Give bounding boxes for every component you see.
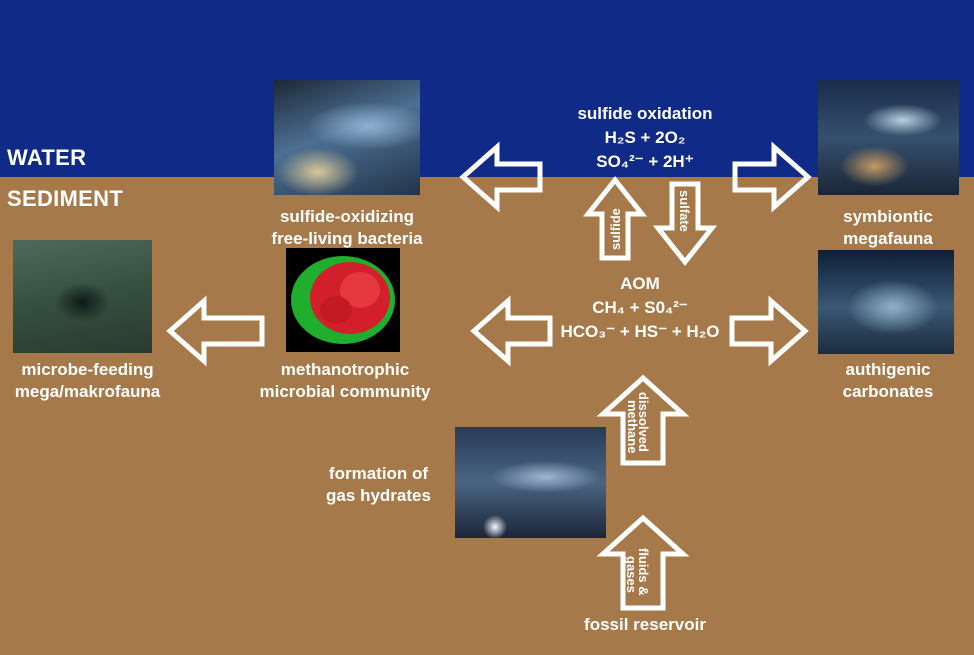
water-layer: [0, 0, 974, 177]
symbiontic-label: symbiontic megafauna: [808, 206, 968, 250]
symbiontic-label-line1: symbiontic: [843, 207, 933, 226]
methanotrophic-label-line2: microbial community: [259, 382, 431, 401]
authigenic-carbonate-photo: [818, 250, 954, 354]
arrow-fluids-gases-up: [596, 514, 690, 611]
symbiontic-megafauna-photo: [818, 80, 959, 195]
methanotrophic-label-line1: methanotrophic: [280, 360, 410, 379]
arrow-to-microbe-feeders: [166, 295, 265, 367]
arrow-label-methane: methane: [625, 400, 640, 453]
arrow-to-symbionts: [732, 141, 812, 213]
sulfide-oxidation-products: SO₄²⁻ + 2H⁺: [596, 152, 694, 171]
arrow-label-fluids: fluids &: [636, 548, 651, 596]
arrow-label-sulfide: sulfide: [608, 208, 623, 250]
gas-hydrates-label-line2: gas hydrates: [326, 486, 431, 505]
fossil-reservoir-label: fossil reservoir: [584, 615, 706, 634]
microbe-feeding-label: microbe-feeding mega/makrofauna: [0, 359, 175, 403]
bacteria-mat-photo: [274, 80, 420, 195]
bacteria-label-line1: sulfide-oxidizing: [279, 207, 415, 226]
aom-equation: AOM CH₄ + S0₄²⁻ HCO₃⁻ + HS⁻ + H₂O: [540, 272, 740, 344]
arrow-label-gases: gases: [624, 556, 639, 593]
authigenic-label-line2: carbonates: [842, 382, 934, 401]
consortium-graphic: [291, 256, 395, 344]
bacteria-label-line2: free-living bacteria: [271, 229, 423, 248]
microbial-consortium-photo: [286, 248, 400, 352]
microbe-feeding-label-line2: mega/makrofauna: [14, 382, 161, 401]
gas-hydrates-label-line1: formation of: [328, 464, 429, 483]
authigenic-label-line1: authigenic: [845, 360, 931, 379]
arrow-dissolved-methane-up: [596, 374, 690, 466]
symbiontic-label-line2: megafauna: [843, 229, 933, 248]
microbe-feeding-label-line1: microbe-feeding: [21, 360, 154, 379]
authigenic-label: authigenic carbonates: [808, 359, 968, 403]
aom-products: HCO₃⁻ + HS⁻ + H₂O: [560, 322, 720, 341]
arrow-label-dissolved: dissolved: [636, 392, 651, 452]
gas-hydrate-photo: [455, 427, 606, 538]
arrow-to-carbonates: [729, 295, 809, 367]
gas-hydrates-label: formation of gas hydrates: [306, 463, 451, 507]
bacteria-label: sulfide-oxidizing free-living bacteria: [262, 206, 432, 250]
methanotrophic-label: methanotrophic microbial community: [245, 359, 445, 403]
sulfide-oxidation-title: sulfide oxidation: [577, 104, 713, 123]
aom-title: AOM: [620, 274, 660, 293]
sediment-zone-label: SEDIMENT: [7, 186, 124, 211]
water-zone-label: WATER: [7, 145, 87, 170]
crab-photo: [13, 240, 152, 353]
aom-reactants: CH₄ + S0₄²⁻: [592, 298, 688, 317]
arrow-label-sulfate: sulfate: [677, 190, 692, 232]
arrow-to-bacteria: [459, 141, 543, 213]
arrow-aom-to-methanotrophs: [470, 295, 553, 367]
sulfide-oxidation-equation: sulfide oxidation H₂S + 2O₂ SO₄²⁻ + 2H⁺: [540, 102, 750, 174]
sediment-layer: [0, 177, 974, 655]
arrow-sulfide-up: [582, 175, 648, 261]
sulfide-oxidation-reactants: H₂S + 2O₂: [604, 128, 686, 147]
arrow-sulfate-down: [652, 181, 718, 267]
